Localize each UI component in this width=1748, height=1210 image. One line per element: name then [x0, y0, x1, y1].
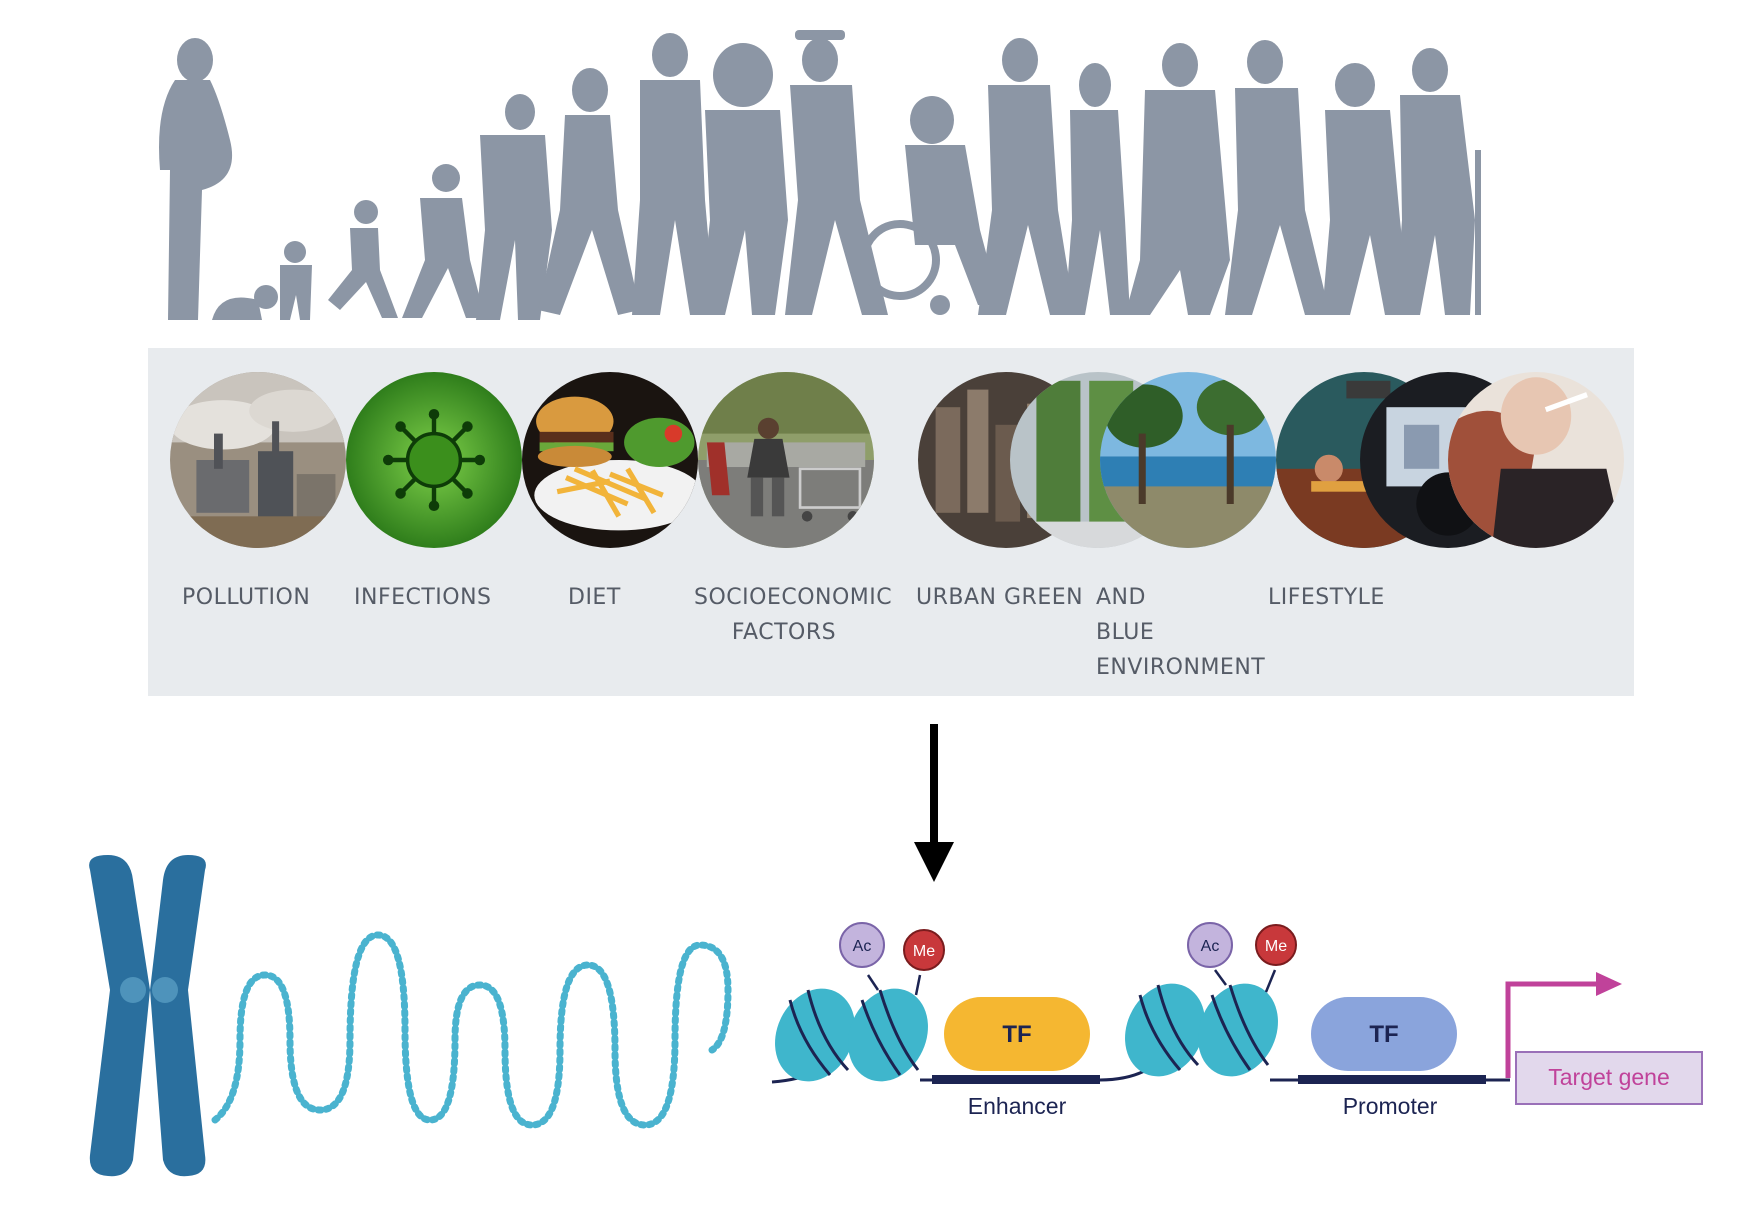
- label-blue: BLUE: [1096, 620, 1155, 645]
- label-socioeconomic: SOCIOECONOMIC FACTORS: [694, 580, 893, 650]
- promoter-region: [1298, 1075, 1486, 1084]
- tf-enhancer-label: TF: [1002, 1021, 1031, 1048]
- enhancer-region: [932, 1075, 1100, 1084]
- silhouette-running-child: [328, 200, 398, 318]
- environmental-factors-panel: POLLUTION INFECTIONS DIET SOCIOECONOMIC …: [148, 348, 1634, 696]
- silhouette-man-with-hat: [785, 30, 888, 315]
- silhouette-wheelchair-user: [860, 96, 1000, 315]
- methyl-mark-icon: [1255, 924, 1297, 966]
- silhouette-curly-hair-woman: [700, 43, 788, 315]
- silhouette-older-man: [1225, 40, 1330, 315]
- lifespan-silhouettes: [159, 30, 1481, 320]
- label-lifestyle: LIFESTYLE: [1268, 585, 1385, 610]
- silhouette-woman-heels: [1065, 63, 1130, 315]
- factory-smog-photo-icon: [170, 372, 346, 548]
- silhouette-young-man: [632, 33, 715, 315]
- silhouette-man-in-coat: [1125, 43, 1230, 315]
- burger-fries-photo-icon: [522, 372, 698, 548]
- homeless-person-photo-icon: [698, 372, 874, 548]
- label-diet: DIET: [568, 585, 621, 610]
- label-environment: ENVIRONMENT: [1096, 655, 1266, 680]
- silhouette-older-woman: [1322, 63, 1410, 315]
- nucleosome-pair-1: Ac Me: [775, 922, 945, 1082]
- label-socioeconomic-line1: SOCIOECONOMIC: [694, 585, 893, 610]
- acetyl-mark-icon: [839, 922, 885, 968]
- tf-enhancer: [944, 997, 1090, 1071]
- down-arrow-icon: [914, 724, 954, 882]
- chromatin-diagram: Ac Me TF Enhancer Ac Me TF Promoter Targ…: [89, 855, 1703, 1177]
- acetyl-label: Ac: [1201, 938, 1220, 955]
- silhouette-elderly-man-cane: [1395, 48, 1481, 315]
- silhouette-teen: [476, 94, 552, 320]
- methyl-mark-icon: [903, 929, 945, 971]
- tf-promoter-label: TF: [1369, 1021, 1398, 1048]
- acetyl-mark-icon: [1187, 922, 1233, 968]
- label-pollution: POLLUTION: [182, 585, 311, 610]
- methyl-label: Me: [913, 943, 935, 960]
- target-gene-label: Target gene: [1548, 1064, 1669, 1090]
- tf-promoter: [1311, 997, 1457, 1071]
- silhouette-toddler: [280, 241, 312, 320]
- label-and: AND: [1096, 585, 1146, 610]
- silhouette-walking-man: [978, 38, 1075, 315]
- enhancer-label: Enhancer: [968, 1093, 1067, 1119]
- label-urban: URBAN: [916, 585, 997, 610]
- dna-strand: [211, 931, 732, 1129]
- chromosome-icon: [89, 855, 206, 1177]
- label-infections: INFECTIONS: [354, 585, 492, 610]
- target-gene-box: [1515, 1051, 1703, 1105]
- acetyl-label: Ac: [853, 938, 872, 955]
- virus-photo-icon: [346, 372, 522, 548]
- label-and-blue-environment: AND BLUE ENVIRONMENT: [1096, 580, 1265, 685]
- label-socioeconomic-line2: FACTORS: [731, 620, 837, 645]
- seaside-trees-photo-icon: [1100, 372, 1276, 548]
- transcription-start-arrow-icon: [1505, 972, 1622, 1078]
- nucleosome-pair-2: Ac Me: [1125, 922, 1297, 1077]
- smoking-woman-photo-icon: [1448, 372, 1624, 548]
- silhouette-crawling-baby: [212, 285, 278, 320]
- promoter-label: Promoter: [1343, 1093, 1438, 1119]
- methyl-label: Me: [1265, 938, 1287, 955]
- label-green: GREEN: [1004, 585, 1084, 610]
- silhouette-school-child: [402, 164, 485, 318]
- silhouette-pregnant-woman: [159, 38, 233, 320]
- silhouette-young-woman: [538, 68, 640, 315]
